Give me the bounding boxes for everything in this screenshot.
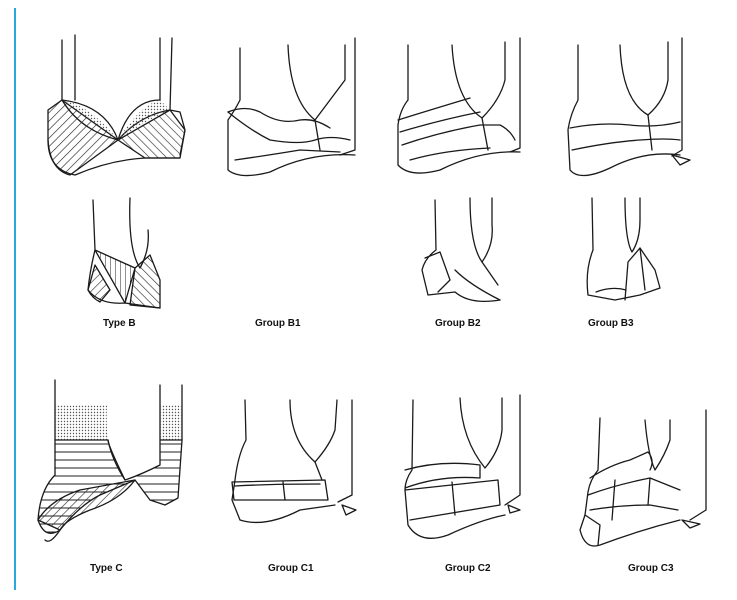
group-b2-drawing-large xyxy=(398,38,520,173)
label-group-b3: Group B3 xyxy=(588,318,634,329)
group-b3-drawing-small xyxy=(587,198,660,300)
label-group-b2: Group B2 xyxy=(435,318,481,329)
label-group-c1: Group C1 xyxy=(268,563,314,574)
type-b-drawing-small xyxy=(88,198,160,308)
label-type-b: Type B xyxy=(103,318,136,329)
label-group-c2: Group C2 xyxy=(445,563,491,574)
group-b3-drawing-large xyxy=(568,38,690,176)
group-c3-drawing-large xyxy=(580,410,706,546)
label-group-b1: Group B1 xyxy=(255,318,301,329)
group-b2-drawing-small xyxy=(422,198,500,301)
group-b1-drawing-large xyxy=(228,38,355,176)
label-type-c: Type C xyxy=(90,563,123,574)
group-c2-drawing-large xyxy=(405,395,520,538)
type-c-drawing-large xyxy=(38,380,182,541)
group-c1-drawing-large xyxy=(232,400,356,522)
label-group-c3: Group C3 xyxy=(628,563,674,574)
type-b-drawing-large xyxy=(48,35,185,175)
